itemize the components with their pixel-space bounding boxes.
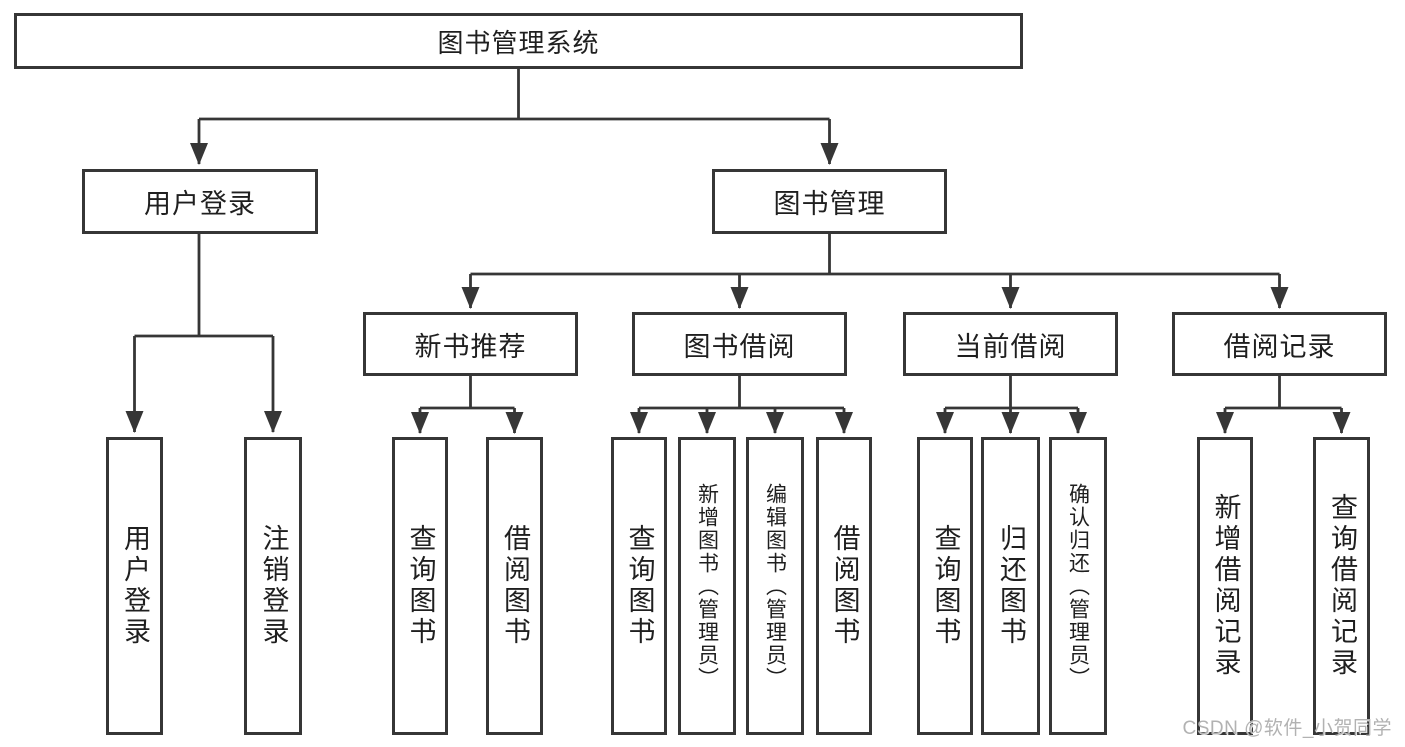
leaf-query-books-current: 查询图书: [917, 437, 973, 735]
leaf-logout: 注销登录: [244, 437, 302, 735]
leaf-confirm-return-admin: 确认归还（管理员）: [1049, 437, 1107, 735]
node-library-system: 图书管理系统: [14, 13, 1023, 69]
leaf-edit-book-admin: 编辑图书（管理员）: [746, 437, 804, 735]
leaf-query-borrow-record: 查询借阅记录: [1313, 437, 1370, 735]
leaf-borrow-books-recommend: 借阅图书: [486, 437, 543, 735]
node-new-book-recommend: 新书推荐: [363, 312, 578, 376]
leaf-add-book-admin: 新增图书（管理员）: [678, 437, 736, 735]
leaf-user-login: 用户登录: [106, 437, 163, 735]
node-current-borrow: 当前借阅: [903, 312, 1118, 376]
leaf-borrow-books-borrow: 借阅图书: [816, 437, 872, 735]
node-book-management: 图书管理: [712, 169, 947, 234]
leaf-return-books: 归还图书: [981, 437, 1040, 735]
node-book-borrow: 图书借阅: [632, 312, 847, 376]
csdn-watermark: CSDN @软件_小贺同学: [1182, 718, 1392, 739]
leaf-add-borrow-record: 新增借阅记录: [1197, 437, 1253, 735]
leaf-query-books-borrow: 查询图书: [611, 437, 667, 735]
node-borrow-records: 借阅记录: [1172, 312, 1387, 376]
node-user-login: 用户登录: [82, 169, 318, 234]
leaf-query-books-recommend: 查询图书: [392, 437, 448, 735]
